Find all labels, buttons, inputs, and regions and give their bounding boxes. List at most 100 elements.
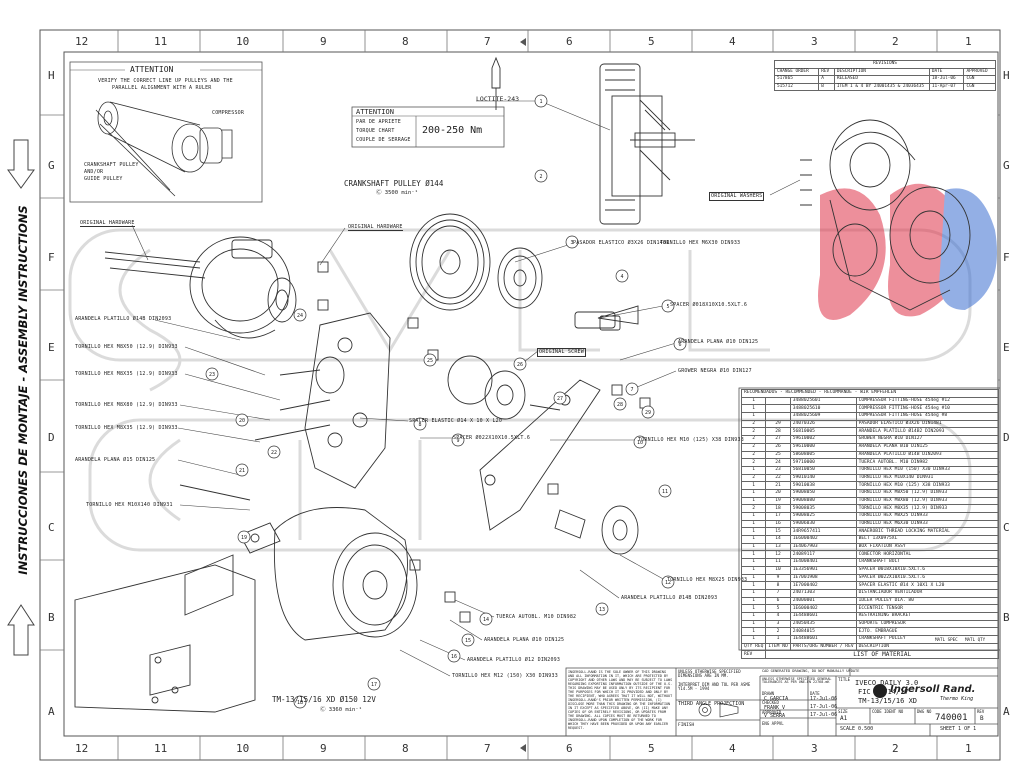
finish-label: FINISH <box>678 723 695 728</box>
bom-cell: 11 <box>765 558 791 567</box>
bom-cell: 24 <box>765 458 791 467</box>
zone-dividers <box>40 30 1000 760</box>
bom-cell: SOPORTE COMPRESOR <box>855 619 1000 629</box>
bom-cell: 3 <box>765 619 791 629</box>
balloon-label: 29 <box>645 410 651 416</box>
bom-cell: 26 <box>765 442 791 452</box>
balloon-label: 21 <box>239 468 245 474</box>
balloon-19 <box>237 530 251 544</box>
balloon-1 <box>534 94 548 108</box>
bom-cell: 19 <box>765 496 791 506</box>
bom-cell: 1 <box>740 535 767 544</box>
bom-cell: 8 <box>765 581 791 590</box>
label-torn-m10x125: TORNILLO HEX M10 (125) X38 DIN933 <box>638 437 744 443</box>
balloon-9 <box>451 433 465 447</box>
projection-symbol <box>698 702 739 718</box>
bom-footer-qty: QTY REQ <box>740 642 767 652</box>
brand-sub: Thermo King <box>940 696 974 702</box>
bom-cell: 24084015 <box>789 627 857 636</box>
bom-cell: 59008050 <box>789 488 857 498</box>
zone-right-D: D <box>1003 431 1010 444</box>
balloon-label: 19 <box>241 535 247 541</box>
bom-cell: TORNILLO HEX M8X50 (12.9) DIN933 <box>855 488 1000 498</box>
bom-cell: 29 <box>765 419 791 429</box>
bom-cell <box>765 396 791 406</box>
centering-mark-top <box>520 38 526 46</box>
zone-bottom-10: 10 <box>236 742 250 755</box>
bom-cell: 6 <box>765 596 791 606</box>
balloon-4 <box>615 269 629 283</box>
eng-label: ENG APPVL <box>762 721 784 726</box>
bom-cell: 1 <box>740 496 767 506</box>
bom-cell: 3488025601 <box>789 396 857 406</box>
rev-header-co: CHANGE ORDER <box>773 67 820 77</box>
rev-value: B <box>980 715 984 722</box>
bom-cell: ARANDELA PLATILLO Ø14B2 DIN2093 <box>855 427 1000 437</box>
attention-compressor: COMPRESSOR <box>212 110 245 116</box>
title-line2: FIC XXY14/17 <box>858 688 909 696</box>
zone-right-E: E <box>1003 341 1010 354</box>
bom-cell: 3488025610 <box>789 404 857 414</box>
side-arrow-up <box>7 604 35 656</box>
rev-cell: CGN <box>963 82 996 92</box>
alternator <box>104 236 297 339</box>
rev-cell: 517865 <box>773 75 820 84</box>
dwg-number: 740001 <box>935 713 968 723</box>
bom-cell: 2 <box>740 504 767 513</box>
label-arandela-platillo-c: ARANDELA PLATILLO Ø12 DIN2093 <box>467 657 561 663</box>
bom-cell: 1E7000402 <box>789 581 857 590</box>
zone-right-A: A <box>1003 705 1010 718</box>
balloon-label: 26 <box>517 362 523 368</box>
bom-cell: 14 <box>765 535 791 544</box>
approved-name: V SERRA <box>764 713 786 719</box>
balloon-14 <box>479 612 493 626</box>
revisions-title: REVISIONS <box>774 60 996 69</box>
bom-recommended-title: RECOMENDADOS - RECOMMENDED - RECOMMANDE … <box>741 389 999 398</box>
label-original-hardware-2: ORIGINAL HARDWARE <box>348 224 403 231</box>
bom-cell: ARANDELA PLANA Ø10 DIN125 <box>855 442 1000 452</box>
attention-crank1: CRANKSHAFT PULLEY <box>84 162 139 168</box>
bom-cell: 1E3356901 <box>789 565 857 575</box>
label-loctite: LOCTITE-243 <box>476 95 520 103</box>
bom-cell: 17 <box>765 512 791 521</box>
side-title: INSTRUCCIONES DE MONTAJE - ASSEMBLY INST… <box>3 200 43 580</box>
zone-right-G: G <box>1003 159 1010 172</box>
bom-cell: 7 <box>765 588 791 598</box>
table-row: 515712 B ITEM 1 & 4 BY 24001435 & 240364… <box>773 82 996 92</box>
bom-recommended-header: RECOMENDADOS - RECOMMENDED - RECOMMANDE … <box>741 389 999 398</box>
bom-cell: 1 <box>740 558 767 567</box>
rev-cell: B <box>818 82 835 92</box>
copyright-notice: INGERSOLL-RAND IS THE SOLE OWNER OF THIS… <box>568 670 673 730</box>
balloon-label: 16 <box>451 654 457 660</box>
bom-list-title: LIST OF MATERIAL <box>765 650 999 660</box>
bom-cell: 1 <box>740 488 767 498</box>
bom-cell: 59010140 <box>789 473 857 483</box>
bom-cell: 59010038 <box>789 481 857 490</box>
checked-date: 17-Jul-06 <box>810 704 838 710</box>
date-label: DATE <box>810 691 820 696</box>
bom-cell: TORNILLO HEX M10X140 DIN931 <box>855 473 1000 483</box>
bom-cell: 1 <box>740 604 767 613</box>
zone-top-8: 8 <box>402 35 409 48</box>
bom-cell: TORNILLO HEX M8X25 DIN933 <box>855 512 1000 521</box>
rev-label: REV <box>977 709 985 714</box>
label-torn-m10x140: TORNILLO HEX M10X140 DIN931 <box>86 502 173 508</box>
bom-cell: 1 <box>740 619 767 629</box>
zone-top-6: 6 <box>566 35 573 48</box>
bom-cell: 1E7001908 <box>789 573 857 583</box>
fasteners <box>179 261 651 623</box>
revisions-header: CHANGE ORDER REV DESCRIPTION DATE APPROV… <box>773 67 996 77</box>
bom-cell: 1 <box>740 542 767 552</box>
dim-note-2: INTERPRET DIM AND TOL PER ASME Y14.5M - … <box>678 682 751 691</box>
